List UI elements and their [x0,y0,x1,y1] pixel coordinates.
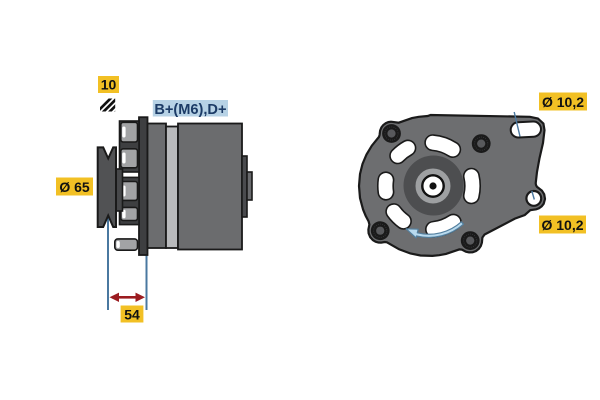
svg-text:Ø 10,2: Ø 10,2 [542,94,584,110]
svg-text:10: 10 [101,77,117,93]
svg-text:54: 54 [124,307,140,323]
svg-text:Ø 10,2: Ø 10,2 [541,217,583,233]
svg-text:Ø 65: Ø 65 [59,179,90,195]
svg-text:B+(M6),D+: B+(M6),D+ [154,102,226,118]
